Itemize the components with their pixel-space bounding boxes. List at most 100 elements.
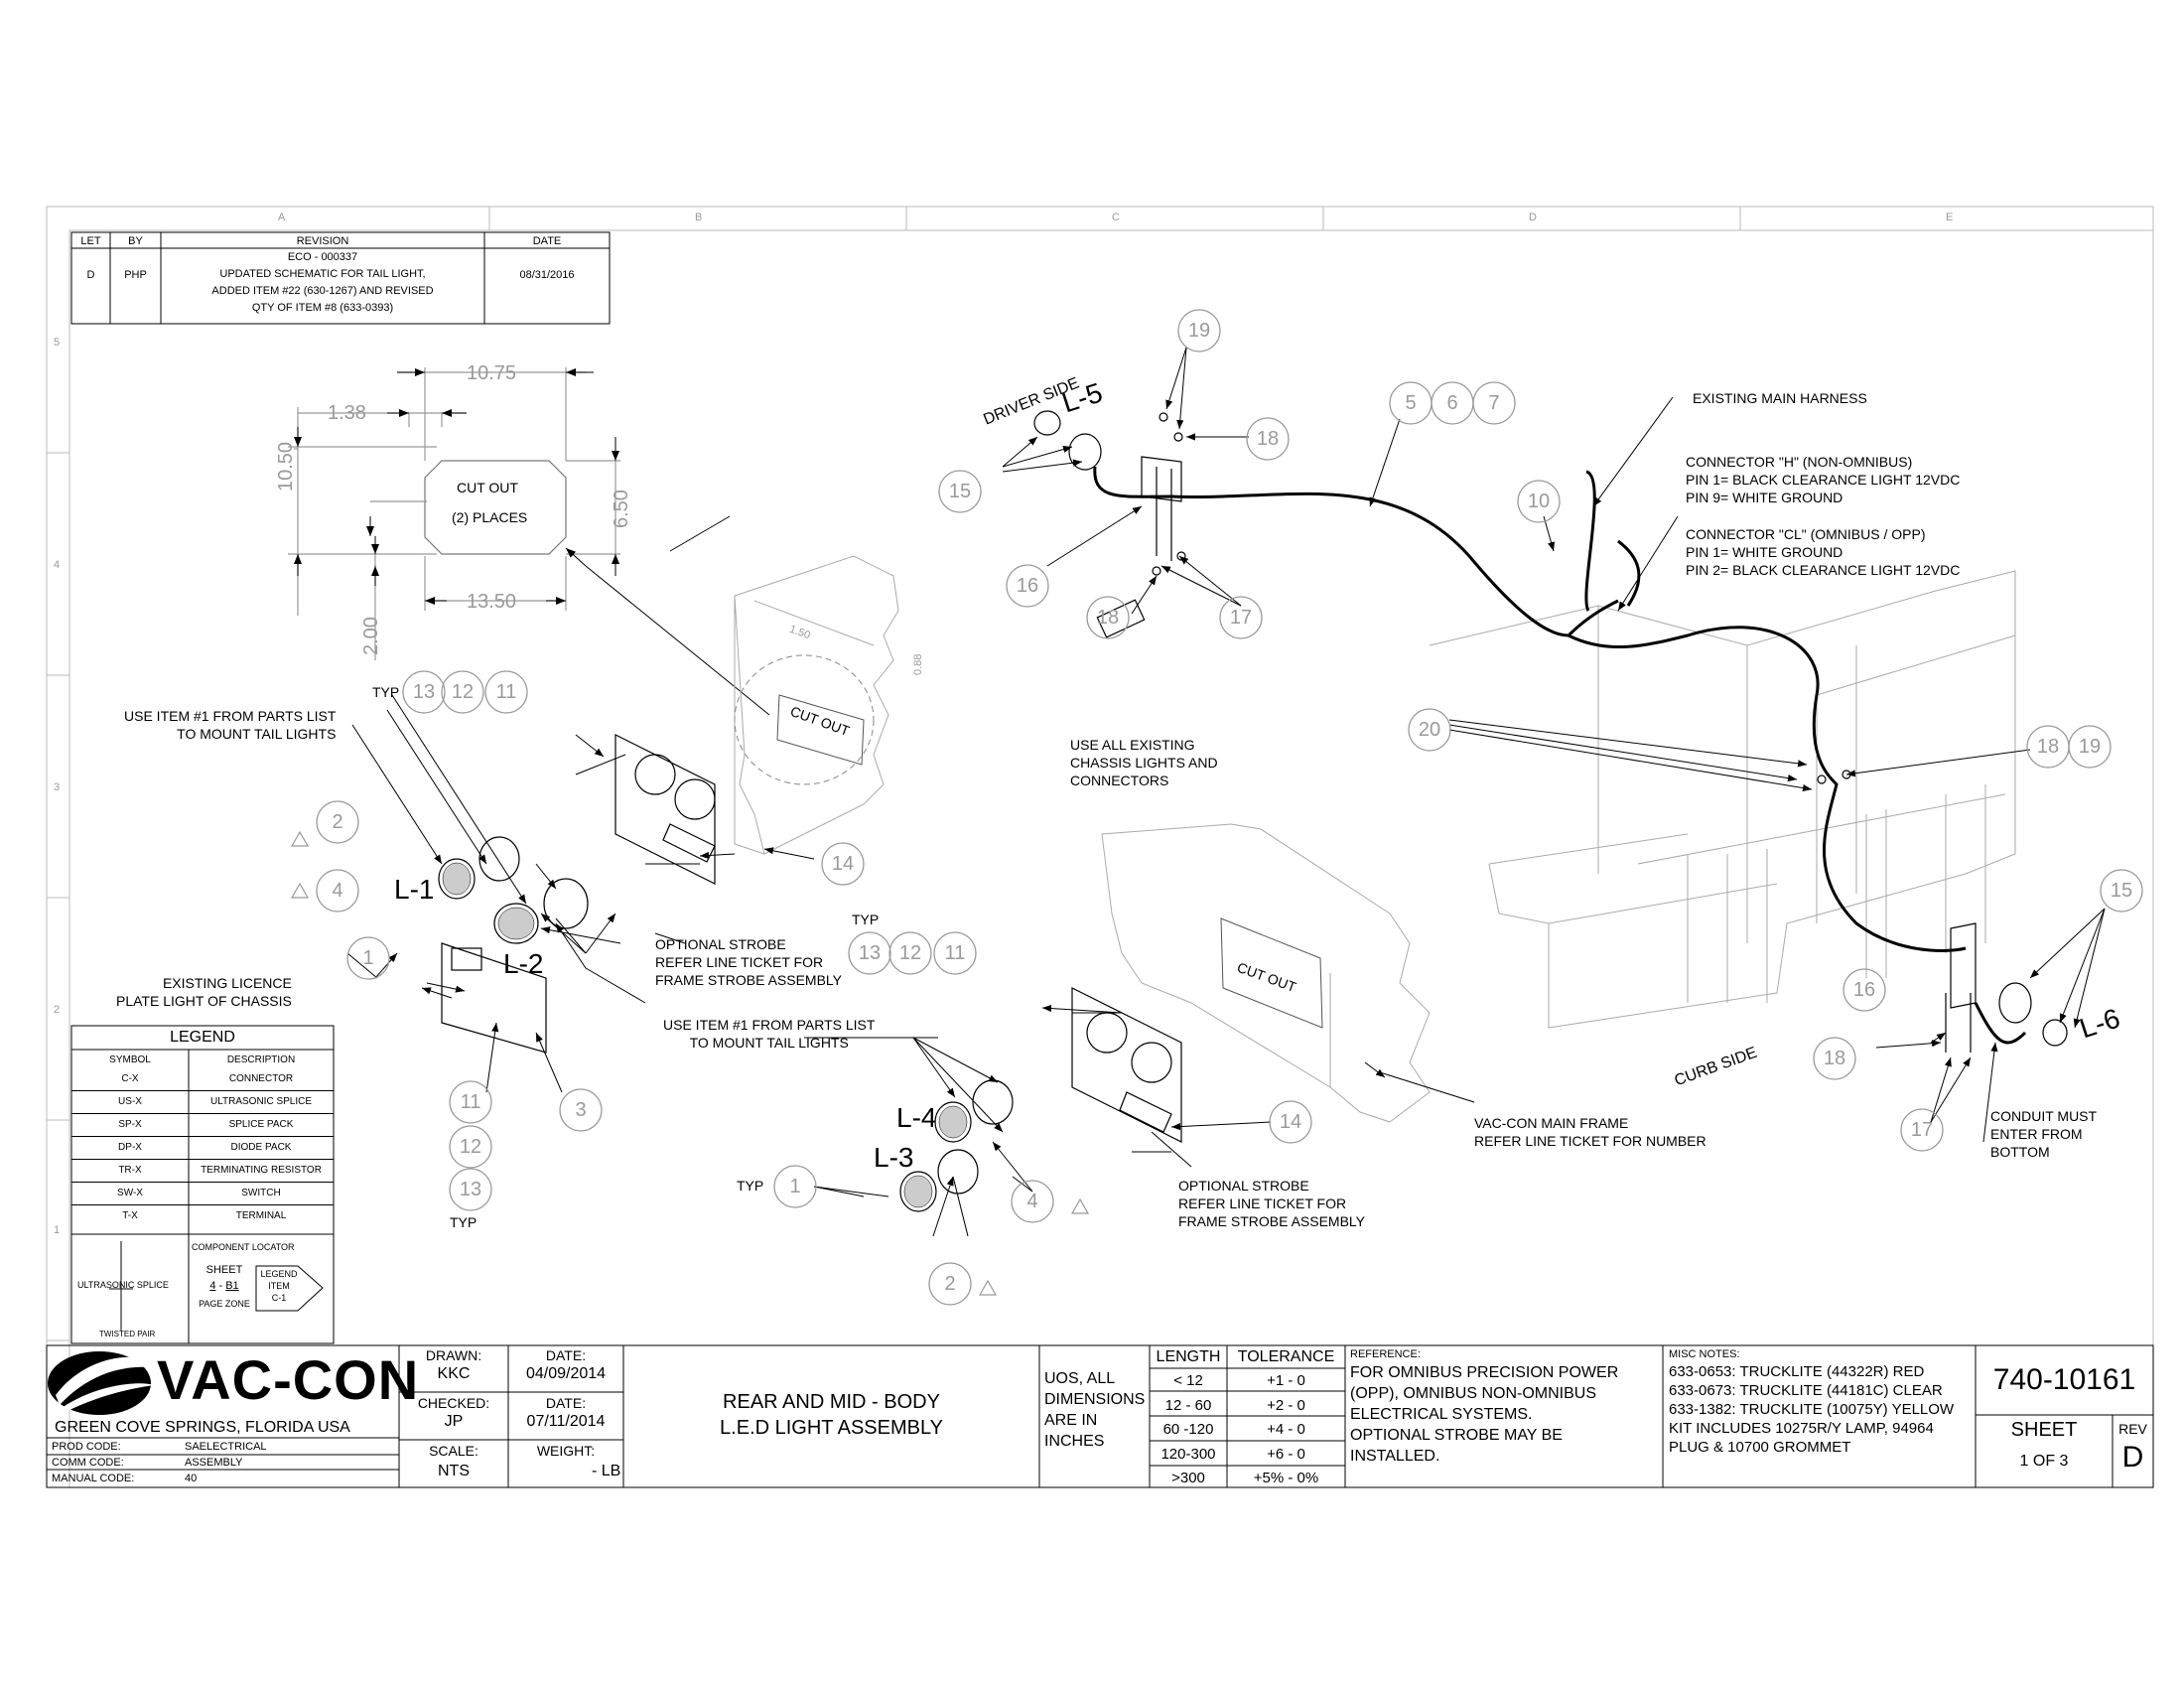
dim-10-75: 10.75 <box>467 362 517 384</box>
legend-sheet-zone: 4 - B1 <box>209 1280 239 1292</box>
date2-label: DATE: <box>545 1395 587 1411</box>
comm-code-label: COMM CODE: <box>52 1457 124 1469</box>
sheet-number: 1 OF 3 <box>2019 1453 2069 1470</box>
light-l2: L-2 <box>503 948 544 979</box>
balloon-14-center: 14 <box>1279 1111 1302 1133</box>
legend-description: SWITCH <box>241 1188 281 1198</box>
reference-label: REFERENCE: <box>1350 1348 1421 1360</box>
legend-symbol: SP-X <box>118 1119 142 1130</box>
chassis-frame-right <box>1429 570 2016 1029</box>
left-light-panel <box>438 734 716 1054</box>
balloon-11-top: 11 <box>495 681 517 703</box>
scale-label: SCALE: <box>429 1443 478 1459</box>
balloon-18-top: 18 <box>1096 607 1120 629</box>
legend-title: LEGEND <box>170 1029 235 1046</box>
balloon-12-bottom: 12 <box>459 1136 482 1158</box>
legend-header-symbol: SYMBOL <box>109 1055 151 1065</box>
rev-header-revision: REVISION <box>296 235 349 247</box>
zone-col-a: A <box>278 211 286 223</box>
legend-twisted-pair: TWISTED PAIR <box>99 1330 156 1338</box>
frame-section-bottom <box>1101 823 1431 1123</box>
balloon-1-center: 1 <box>789 1176 801 1197</box>
balloon-4-center: 4 <box>1026 1191 1038 1212</box>
zone-col-e: E <box>1946 211 1954 223</box>
balloon-17-curb: 17 <box>1910 1119 1934 1141</box>
balloon-12-top: 12 <box>451 681 475 703</box>
legend-symbol: SW-X <box>117 1188 143 1198</box>
light-l1: L-1 <box>394 874 435 905</box>
revision-table-lines <box>70 231 611 325</box>
legend-row-divider <box>71 1182 334 1183</box>
drawn-date: 04/09/2014 <box>525 1365 607 1382</box>
balloon-2-left: 2 <box>332 811 343 833</box>
cutout-label: CUT OUT <box>457 480 518 495</box>
checked-date: 07/11/2014 <box>526 1413 606 1430</box>
balloon-15-right: 15 <box>2110 880 2133 902</box>
misc-notes-label: MISC NOTES: <box>1669 1348 1740 1360</box>
legend-symbol: DP-X <box>118 1142 142 1153</box>
balloon-2-center: 2 <box>944 1273 956 1295</box>
comm-code: ASSEMBLY <box>185 1457 243 1469</box>
legend-row-divider <box>71 1159 334 1160</box>
light-l3: L-3 <box>874 1142 914 1173</box>
balloon-20: 20 <box>1418 719 1441 741</box>
cutout-places: (2) PLACES <box>452 509 528 525</box>
rev-date: 08/31/2016 <box>519 269 575 281</box>
balloon-13-bottom: 13 <box>459 1179 482 1200</box>
leader-lines <box>346 347 2106 1237</box>
balloon-15-left: 15 <box>948 481 972 502</box>
zone-row-5: 5 <box>54 337 61 349</box>
drawing-title-2: L.E.D LIGHT ASSEMBLY <box>720 1417 943 1439</box>
checked-label: CHECKED: <box>417 1395 490 1411</box>
prod-code: SAELECTRICAL <box>185 1441 267 1453</box>
company-logo-text: VAC-CON <box>157 1348 420 1411</box>
legend-row-divider <box>71 1090 334 1091</box>
balloon-4-left: 4 <box>332 880 343 902</box>
tol-header-tolerance: TOLERANCE <box>1237 1348 1335 1365</box>
tolerance-length: 12 - 60 <box>1164 1396 1212 1414</box>
rev-let: D <box>86 269 95 281</box>
dim-1-38: 1.38 <box>328 402 366 424</box>
center-light-panel <box>899 987 1182 1212</box>
balloon-18-curb: 18 <box>2036 736 2060 758</box>
legend-ultrasonic-splice: ULTRASONIC SPLICE <box>77 1280 169 1290</box>
dim-13-50: 13.50 <box>467 591 517 613</box>
legend-page-zone: PAGE ZONE <box>199 1299 250 1309</box>
dim-10-50: 10.50 <box>275 441 297 492</box>
sheet-label: SHEET <box>2010 1419 2078 1441</box>
zone-col-b: B <box>695 211 703 223</box>
tolerance-length: < 12 <box>1173 1372 1203 1389</box>
drawn-by: KKC <box>437 1365 471 1382</box>
balloon-6: 6 <box>1446 392 1458 414</box>
legend-symbol: C-X <box>121 1073 139 1084</box>
zone-col-c: C <box>1112 211 1120 223</box>
balloon-7: 7 <box>1488 392 1500 414</box>
light-l4: L-4 <box>896 1102 937 1133</box>
rev-letter: D <box>2121 1441 2144 1474</box>
rev-header-by: BY <box>128 235 143 247</box>
balloon-16-top: 16 <box>1016 575 1039 597</box>
legend-row-divider <box>71 1204 334 1205</box>
tolerance-value: +5% - 0% <box>1253 1470 1319 1486</box>
vaccon-logo-mark <box>48 1351 159 1415</box>
rev-header-let: LET <box>80 235 101 247</box>
zone-row-1: 1 <box>54 1224 61 1236</box>
typ-bottom-left: TYP <box>450 1214 478 1230</box>
balloon-17-top: 17 <box>1229 607 1253 629</box>
manual-code-label: MANUAL CODE: <box>52 1473 135 1484</box>
balloon-18-curb-low: 18 <box>1823 1048 1846 1069</box>
drawing-number: 740-10161 <box>1992 1363 2136 1396</box>
legend-box-lines <box>70 1025 335 1344</box>
legend-description: ULTRASONIC SPLICE <box>209 1096 313 1107</box>
